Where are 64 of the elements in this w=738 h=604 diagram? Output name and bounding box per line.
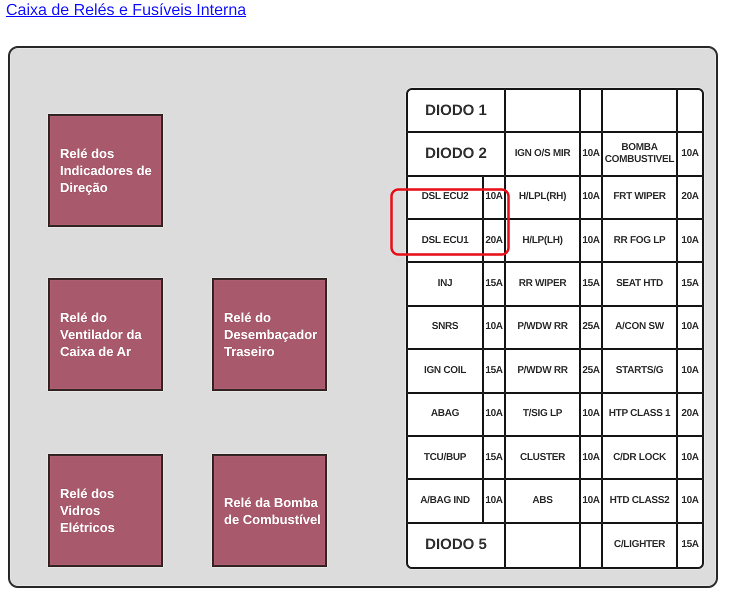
fuse-name-cell: SEAT HTD (603, 263, 678, 307)
fuse-name-cell: C/DR LOCK (603, 436, 678, 480)
page-title: Caixa de Relés e Fusíveis Interna (6, 2, 246, 20)
relay-box: Relé da Bomba de Combustível (212, 454, 327, 567)
fuse-name-cell: ABS (506, 480, 581, 524)
amperage-cell: 15A (678, 263, 702, 307)
fuse-name-cell: H/LP(LH) (506, 220, 581, 264)
amperage-cell: 10A (484, 480, 506, 524)
fuse-name-cell: TCU/BUP (408, 436, 484, 480)
fuse-name-cell: A/BAG IND (408, 480, 484, 524)
amperage-cell: 10A (581, 436, 603, 480)
fuse-name-cell: IGN COIL (408, 350, 484, 394)
amperage-cell: 10A (678, 133, 702, 177)
amperage-cell: 10A (581, 480, 603, 524)
fuse-name-cell: INJ (408, 263, 484, 307)
amperage-cell-text: 15A (680, 538, 700, 552)
amperage-cell: 10A (678, 306, 702, 350)
relay-box: Relé dos Indicadores de Direção (48, 114, 163, 227)
fuse-name-cell: ABAG (408, 394, 484, 437)
fuse-name-cell: P/WDW RR (506, 350, 581, 394)
fuse-name-cell: SNRS (408, 306, 484, 350)
fuse-name-cell: HTP CLASS 1 (603, 394, 678, 437)
amperage-cell: 10A (581, 394, 603, 437)
amperage-cell: 15A (484, 263, 506, 307)
amperage-cell: 10A (484, 306, 506, 350)
amperage-cell: 25A (581, 350, 603, 394)
relay-box: Relé dos Vidros Elétricos (48, 454, 163, 567)
fuse-name-cell: BOMBA COMBUSTIVEL (603, 133, 678, 177)
fuse-name-cell: HTD CLASS2 (603, 480, 678, 524)
fuse-name-cell: FRT WIPER (603, 176, 678, 220)
fuse-name-cell: RR WIPER (506, 263, 581, 307)
amperage-cell: 10A (678, 480, 702, 524)
fuse-name-cell: DSL ECU2 (408, 176, 484, 220)
amperage-cell: 25A (581, 306, 603, 350)
fuse-name-cell: T/SIG LP (506, 394, 581, 437)
fuse-name-cell: A/CON SW (603, 306, 678, 350)
fuse-name-cell: IGN O/S MIR (506, 133, 581, 177)
amperage-cell: 15A (484, 350, 506, 394)
amperage-cell: 15A (581, 263, 603, 307)
amperage-cell: 20A (678, 394, 702, 437)
relay-box: Relé do Desembaçador Traseiro (212, 278, 327, 391)
fuse-name-cell: CLUSTER (506, 436, 581, 480)
diode-cell: DIODO 1 (408, 90, 506, 134)
diode-cell: DIODO 5 (408, 524, 506, 567)
amperage-cell: 10A (581, 220, 603, 264)
amperage-cell: 10A (484, 176, 506, 220)
amperage-cell: 20A (484, 220, 506, 264)
diode-cell: DIODO 2 (408, 133, 506, 177)
fuse-name-cell: STARTS/G (603, 350, 678, 394)
amperage-cell: 10A (581, 176, 603, 220)
fuse-name-cell: DSL ECU1 (408, 220, 484, 264)
amperage-cell: 20A (678, 176, 702, 220)
amperage-cell: 10A (581, 133, 603, 177)
relay-box: Relé do Ventilador da Caixa de Ar (48, 278, 163, 391)
fuse-name-cell: RR FOG LP (603, 220, 678, 264)
amperage-cell: 10A (678, 220, 702, 264)
fuse-name-cell: H/LPL(RH) (506, 176, 581, 220)
amperage-cell: 15A (484, 436, 506, 480)
fuse-name-cell: C/LIGHTER (603, 524, 678, 567)
amperage-cell: 10A (484, 394, 506, 437)
fuse-name-cell: P/WDW RR (506, 306, 581, 350)
fuse-box-outline (8, 46, 718, 588)
amperage-cell: 10A (678, 350, 702, 394)
amperage-cell: 10A (678, 436, 702, 480)
